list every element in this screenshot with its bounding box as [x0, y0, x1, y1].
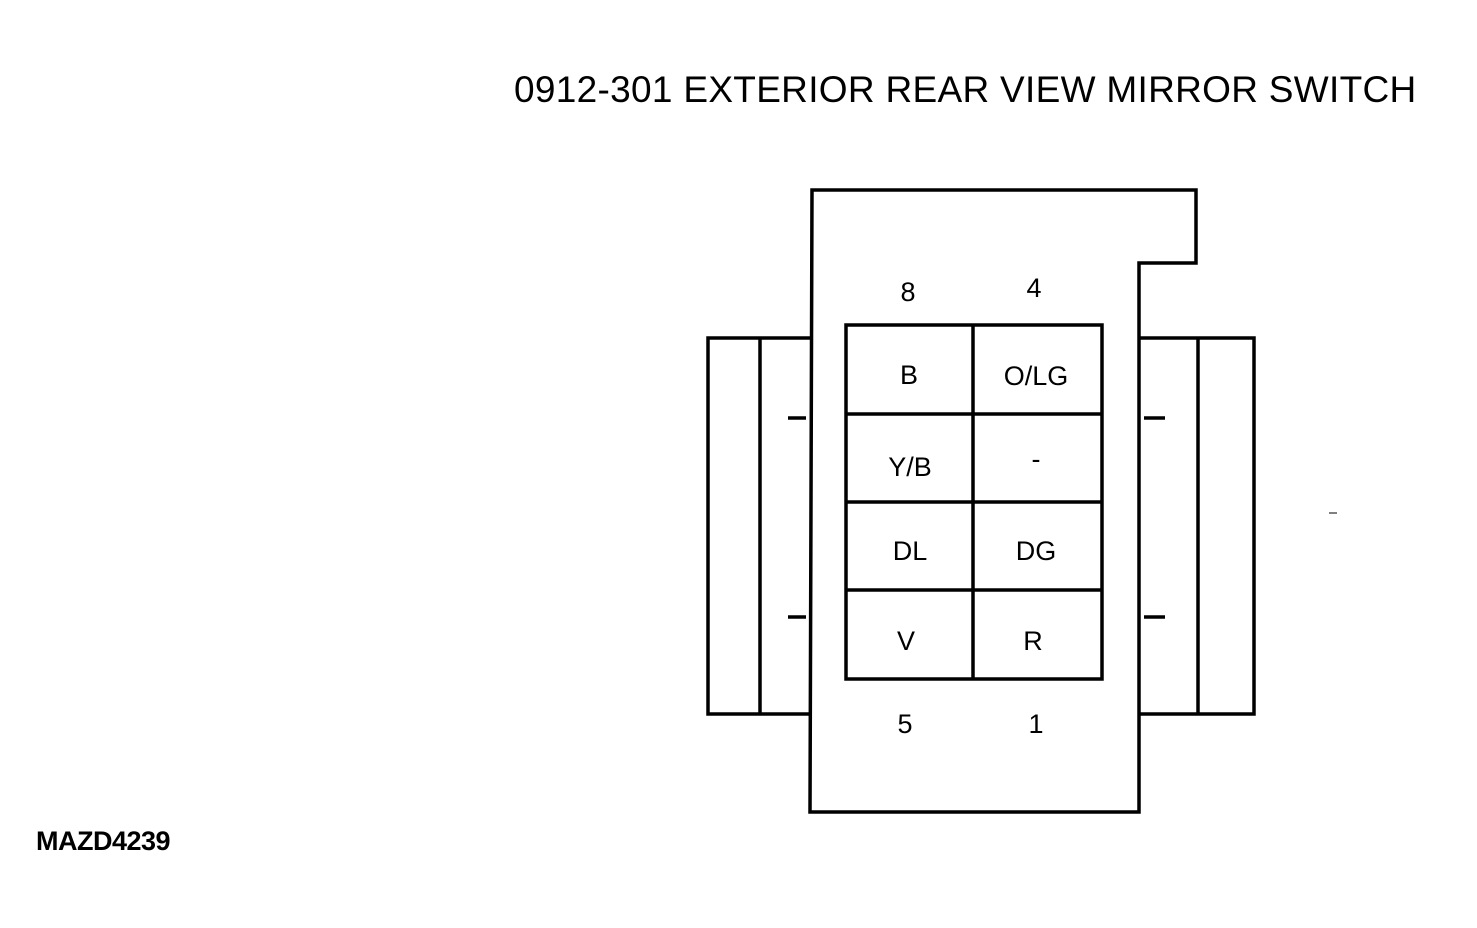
right-locking-tab: [1139, 336, 1256, 716]
cavity-wire-color: DG: [1016, 536, 1057, 566]
cavity-wire-color: B: [900, 360, 918, 390]
diagram-title: 0912-301 EXTERIOR REAR VIEW MIRROR SWITC…: [514, 69, 1417, 110]
cavity-wire-color: O/LG: [1004, 361, 1069, 391]
cavity-grid: [844, 323, 1104, 681]
pin-number-top-left: 8: [900, 277, 915, 307]
figure-code: MAZD4239: [36, 826, 171, 856]
left-locking-tab: [706, 336, 810, 716]
cavity-wire-color: R: [1023, 626, 1043, 656]
cavity-wire-color: V: [897, 626, 915, 656]
pin-number-bottom-right: 1: [1028, 709, 1043, 739]
connector-housing: [808, 188, 1198, 814]
cavity-wire-color: -: [1032, 444, 1041, 474]
cavity-wire-color: Y/B: [888, 452, 932, 482]
pin-number-bottom-left: 5: [897, 709, 912, 739]
cavity-wire-color: DL: [893, 536, 928, 566]
pin-number-top-right: 4: [1026, 273, 1041, 303]
